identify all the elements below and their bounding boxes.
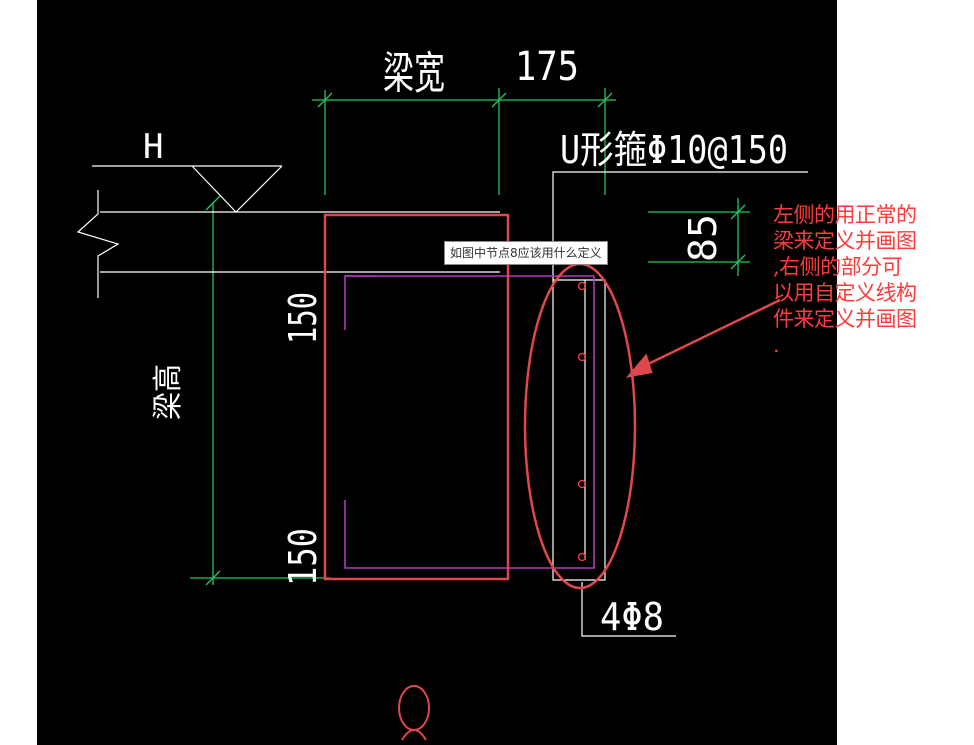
annotation-line: 左侧的用正常的 xyxy=(773,203,917,227)
elevation-mark: H xyxy=(143,127,163,167)
annotation-line: 件来定义并画图 xyxy=(773,307,917,331)
beam-width-value: 175 xyxy=(515,44,579,90)
drawing-background xyxy=(37,0,837,745)
rebar-lines xyxy=(344,275,595,569)
stirrup-label: U形箍Φ10@150 xyxy=(560,128,788,172)
dimension-85: 85 xyxy=(681,214,725,262)
dimension-150-upper: 150 xyxy=(281,292,325,344)
beam-width-label: 梁宽 xyxy=(383,48,445,99)
annotation-note: 左侧的用正常的 梁来定义并画图 ,右侧的部分可 以用自定义线构 件来定义并画图 … xyxy=(773,202,968,358)
annotation-line: 以用自定义线构 xyxy=(773,281,917,305)
annotation-line: ,右侧的部分可 xyxy=(773,255,903,279)
beam-height-label: 梁高 xyxy=(151,364,186,420)
dimension-150-lower: 150 xyxy=(281,528,325,586)
rebar-label: 4Φ8 xyxy=(600,595,664,639)
annotation-line: 梁来定义并画图 xyxy=(773,229,917,253)
dimension-lines xyxy=(190,88,750,586)
rebar-points xyxy=(577,281,587,562)
tooltip: 如图中节点8应该用什么定义 xyxy=(444,241,608,265)
annotation-line: . xyxy=(773,333,780,357)
